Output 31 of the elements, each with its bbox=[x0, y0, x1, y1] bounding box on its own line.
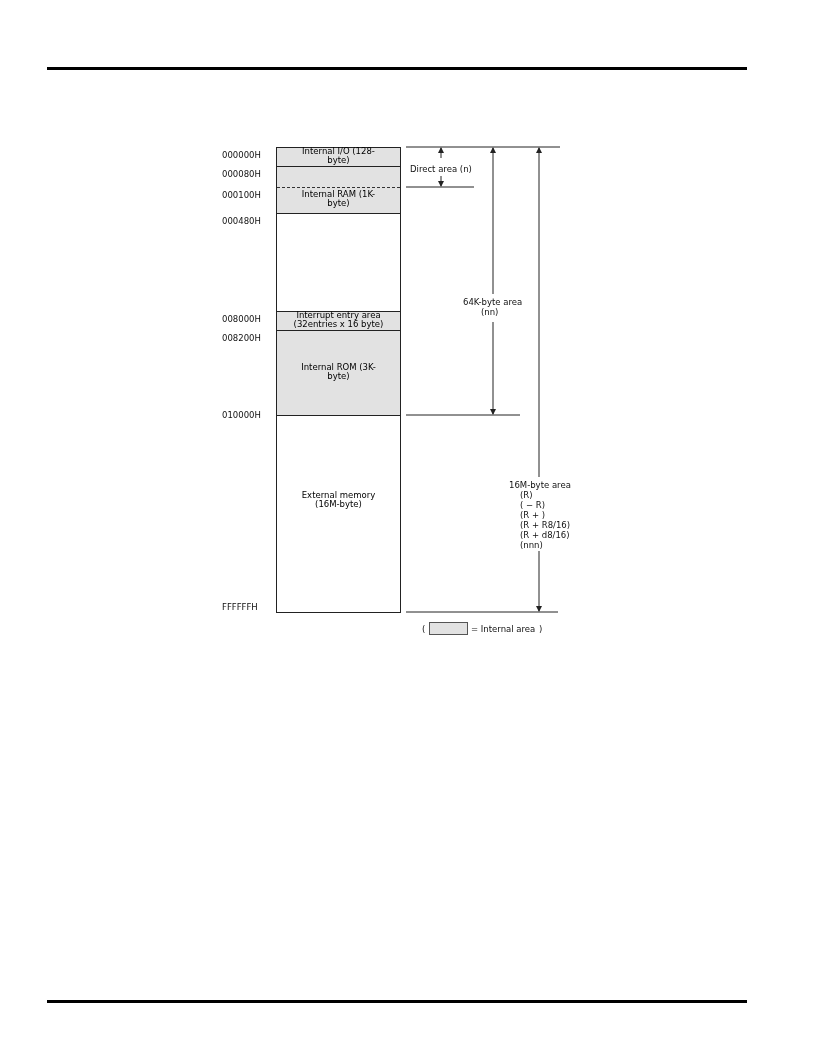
area-label: ( − R) bbox=[520, 500, 546, 510]
address-label: 010000H bbox=[222, 410, 261, 420]
area-label: (R) bbox=[520, 490, 533, 500]
address-label: 000080H bbox=[222, 169, 261, 179]
region-label: Internal RAM (1K-byte) bbox=[300, 190, 377, 208]
parenthesis: ( bbox=[422, 624, 426, 634]
parenthesis: ) bbox=[539, 624, 543, 634]
address-label: 008200H bbox=[222, 333, 261, 343]
address-label: 000000H bbox=[222, 150, 261, 160]
area-label: 64K-byte area bbox=[463, 297, 523, 307]
area-label: (nn) bbox=[481, 307, 499, 317]
area-label: (R + ) bbox=[520, 510, 546, 520]
memory-region bbox=[276, 311, 401, 331]
area-label: (R + R8/16) bbox=[520, 520, 571, 530]
legend-label: = Internal area bbox=[471, 624, 536, 634]
area-label: 16M-byte area bbox=[509, 480, 571, 490]
memory-region bbox=[276, 415, 401, 613]
memory-region bbox=[276, 330, 401, 416]
region-label: Internal ROM (3K-byte) bbox=[300, 363, 377, 381]
address-label: 008000H bbox=[222, 314, 261, 324]
area-label: (R + d8/16) bbox=[520, 530, 570, 540]
address-label: 000100H bbox=[222, 190, 261, 200]
region-label: External memory (16M-byte) bbox=[300, 491, 377, 509]
area-label: (nnn) bbox=[520, 540, 543, 550]
region-label: Interrupt entry area (32entries x 16 byte) bbox=[292, 311, 385, 329]
region-label: Internal I/O (128-byte) bbox=[301, 147, 376, 165]
address-label: 000480H bbox=[222, 216, 261, 226]
memory-region bbox=[276, 166, 401, 214]
area-label: Direct area (n) bbox=[410, 164, 472, 174]
memory-region bbox=[276, 147, 401, 167]
address-label: FFFFFFH bbox=[222, 602, 258, 612]
